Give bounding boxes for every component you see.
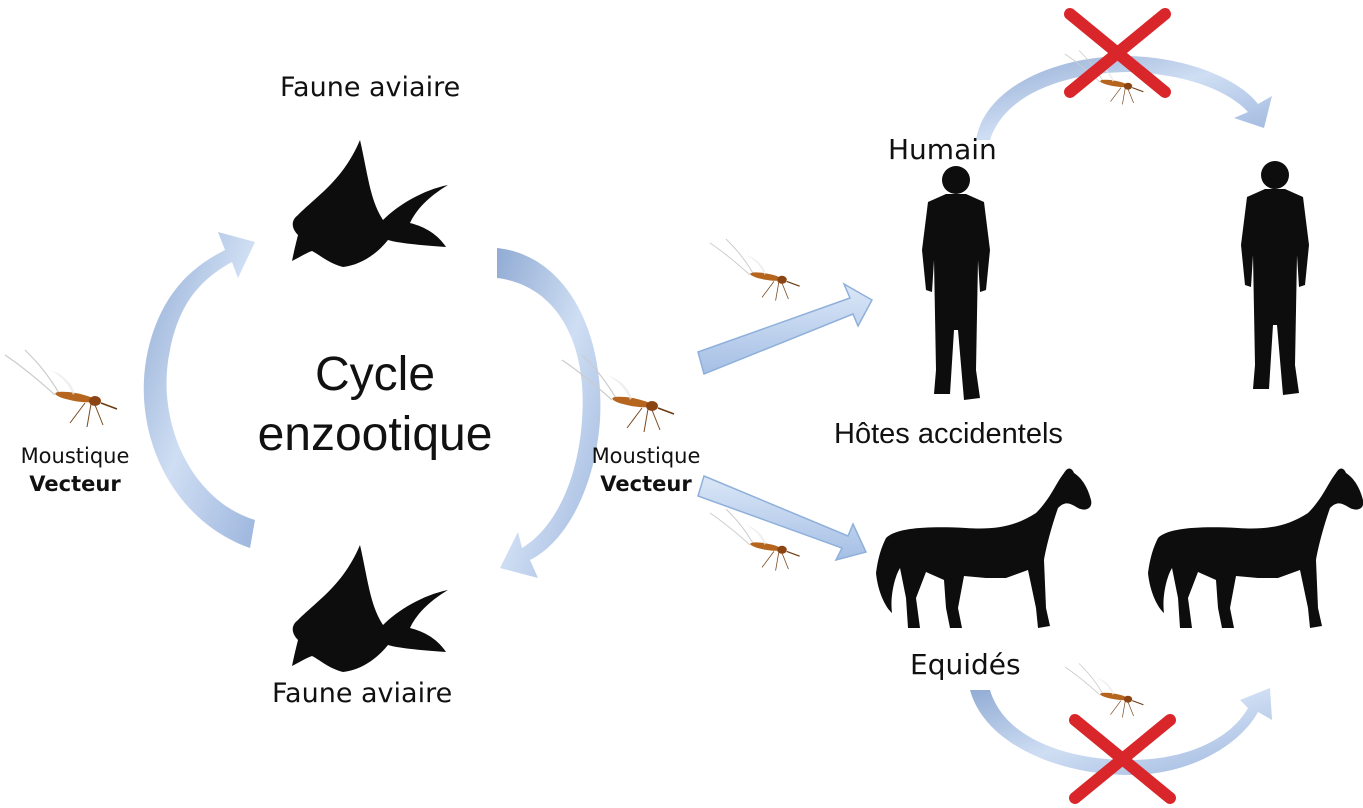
faune-aviaire-bottom-label: Faune aviaire [272,678,452,709]
moustique-left-label: Moustique [6,442,144,470]
cycle-line-2: enzootique [230,405,520,465]
bird-silhouette-top [292,140,448,267]
hotes-accidentels-label: Hôtes accidentels [834,418,1063,451]
vecteur-right-bold: Vecteur [600,472,691,496]
bird-silhouette-bottom [292,545,448,672]
horse-silhouette-right [1148,468,1363,628]
equides-label: Equidés [910,648,1021,681]
vecteur-left-label: Vecteur [6,470,144,498]
cycle-enzootique-title: Cycle enzootique [230,345,520,465]
mosquito-icon-left [5,350,117,427]
mosquito-icon-upper [710,239,800,301]
mosquito-icon-center [562,355,674,432]
human-silhouette-right [1241,161,1309,395]
vecteur-left-bold: Vecteur [29,472,120,496]
moustique-vecteur-left: Moustique Vecteur [6,442,144,498]
mosquito-icon-bottom-loop [1065,664,1143,718]
moustique-right-label: Moustique [576,442,716,470]
horse-silhouette-left [876,468,1091,628]
humain-label: Humain [888,133,997,166]
cycle-line-1: Cycle [230,345,520,405]
moustique-vecteur-right: Moustique Vecteur [576,442,716,498]
faune-aviaire-top-label: Faune aviaire [280,72,460,103]
arrow-human-loop [976,56,1272,140]
arrow-to-human [698,284,872,374]
red-cross-icon-top [1070,14,1165,92]
human-silhouette-left [922,166,990,400]
vecteur-right-label: Vecteur [576,470,716,498]
